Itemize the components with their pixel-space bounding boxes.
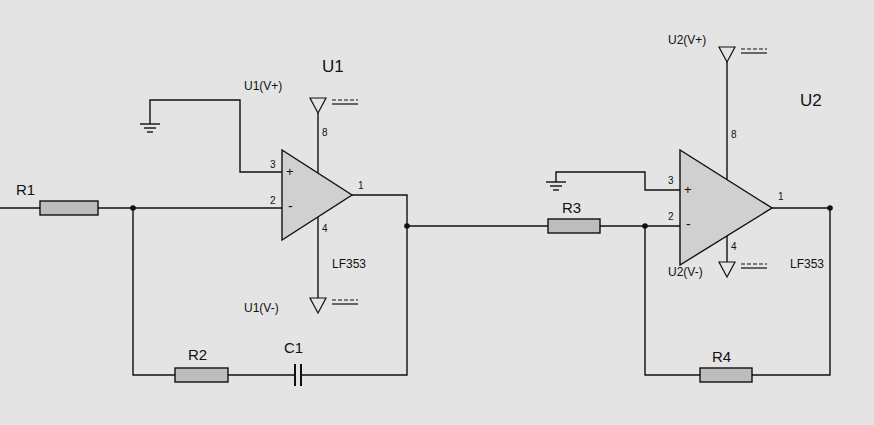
- part-name: U2: [800, 92, 822, 109]
- supply-label: U1(V+): [244, 80, 282, 92]
- pin-number: 4: [731, 242, 737, 252]
- pin-number: 2: [270, 196, 276, 206]
- pin-sign: -: [288, 199, 293, 213]
- pin-number: 3: [270, 160, 276, 170]
- pin-number: 3: [668, 176, 674, 186]
- part-name: R2: [188, 347, 207, 362]
- pin-number: 4: [322, 224, 328, 234]
- pin-number: 1: [358, 181, 364, 191]
- pin-sign: +: [286, 165, 294, 178]
- pin-number: 8: [322, 128, 328, 138]
- part-name: R3: [562, 200, 581, 215]
- supply-label: U2(V-): [668, 266, 703, 278]
- part-number: LF353: [790, 258, 824, 270]
- pin-sign: -: [686, 217, 691, 231]
- opamp-symbol: [680, 150, 772, 265]
- pin-sign: +: [684, 183, 692, 196]
- pin-number: 1: [778, 192, 784, 202]
- supply-terminal: [310, 47, 767, 313]
- part-number: LF353: [332, 258, 366, 270]
- junction-dot: [130, 205, 833, 229]
- part-name: R4: [712, 349, 731, 364]
- part-name: C1: [284, 340, 303, 355]
- pin-number: 2: [668, 212, 674, 222]
- supply-label: U1(V-): [244, 302, 279, 314]
- capacitor-symbol: [295, 364, 301, 386]
- supply-label: U2(V+): [668, 34, 706, 46]
- wires: [0, 62, 830, 375]
- part-name: U1: [322, 58, 344, 75]
- pin-number: 8: [731, 130, 737, 140]
- part-name: R1: [16, 182, 35, 197]
- opamp-symbol: [282, 150, 352, 240]
- resistor-symbol: [40, 201, 752, 382]
